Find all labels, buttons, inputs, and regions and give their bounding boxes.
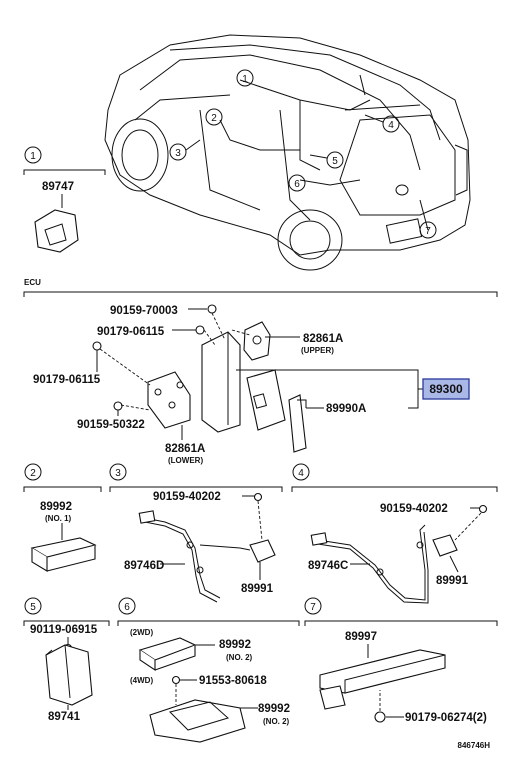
car-callout-7[interactable]: 7 [419, 221, 437, 239]
svg-text:7: 7 [310, 602, 316, 613]
svg-text:7: 7 [425, 226, 431, 237]
no2-note-b: (NO. 2) [263, 717, 290, 726]
note-2wd: (2WD) [130, 628, 153, 637]
svg-text:5: 5 [30, 602, 36, 613]
part-90179-06115-b[interactable]: 90179-06115 [33, 374, 101, 386]
car-callout-6[interactable]: 6 [288, 174, 306, 192]
car-callout-4[interactable]: 4 [364, 114, 400, 133]
svg-text:4: 4 [388, 120, 394, 131]
car-callout-5[interactable]: 5 [309, 151, 344, 169]
part-90159-50322[interactable]: 90159-50322 [77, 419, 145, 431]
upper-note: (UPPER) [301, 346, 334, 355]
drawing-code: 846746H [458, 741, 491, 750]
ecu-section: ECU [23, 278, 498, 465]
part-89746D[interactable]: 89746D [124, 560, 164, 572]
part-89746C[interactable]: 89746C [308, 560, 348, 572]
section-4: 4 90159-40202 89746C 89991 [291, 463, 498, 604]
lower-note: (LOWER) [168, 456, 203, 465]
svg-text:1: 1 [30, 151, 36, 162]
ecu-section-label: ECU [24, 278, 41, 287]
part-89747[interactable]: 89747 [42, 181, 74, 193]
svg-text:1: 1 [242, 74, 248, 85]
part-89990A[interactable]: 89990A [326, 403, 366, 415]
svg-text:3: 3 [115, 468, 121, 479]
part-89992-no2-b[interactable]: 89992 [258, 703, 290, 715]
part-90159-40202-a[interactable]: 90159-40202 [153, 491, 221, 503]
svg-text:6: 6 [294, 179, 300, 190]
section-1: 1 89747 [23, 146, 106, 253]
svg-text:2: 2 [30, 468, 36, 479]
svg-text:2: 2 [211, 113, 217, 124]
part-82861A-upper[interactable]: 82861A [303, 333, 343, 345]
car-illustration [104, 34, 471, 271]
part-82861A-lower[interactable]: 82861A [165, 443, 205, 455]
part-89997[interactable]: 89997 [345, 631, 377, 643]
no1-note: (NO. 1) [45, 514, 72, 523]
section-6: 6 (2WD) 89992 (NO. 2) (4WD) 91553-80618 … [117, 597, 300, 743]
section-3: 3 90159-40202 89746D 89991 [109, 463, 283, 603]
part-90159-70003[interactable]: 90159-70003 [110, 305, 178, 317]
part-89992-no1[interactable]: 89992 [40, 501, 72, 513]
car-callout-1[interactable]: 1 [236, 69, 254, 87]
part-89300[interactable]: 89300 [429, 382, 463, 396]
svg-text:6: 6 [124, 602, 130, 613]
car-callout-3[interactable]: 3 [169, 139, 201, 161]
section-7: 7 89997 90179-06274(2) [304, 597, 498, 724]
svg-text:4: 4 [298, 468, 304, 479]
svg-text:3: 3 [175, 148, 181, 159]
part-89991-b[interactable]: 89991 [436, 575, 469, 587]
part-90159-40202-b[interactable]: 90159-40202 [380, 503, 448, 515]
section-2: 2 89992 (NO. 1) [23, 463, 102, 572]
part-91553-80618[interactable]: 91553-80618 [199, 675, 267, 687]
section-5: 5 90119-06915 89741 [23, 597, 110, 723]
part-89300-highlight[interactable] [422, 378, 470, 400]
part-89741[interactable]: 89741 [48, 711, 81, 723]
car-callout-2[interactable]: 2 [205, 108, 223, 126]
no2-note-a: (NO. 2) [226, 653, 253, 662]
part-90179-06115-a[interactable]: 90179-06115 [97, 326, 165, 338]
svg-text:5: 5 [332, 156, 338, 167]
note-4wd: (4WD) [130, 676, 153, 685]
part-90179-06274[interactable]: 90179-06274(2) [405, 712, 487, 724]
part-90119-06915[interactable]: 90119-06915 [30, 624, 98, 636]
part-89991-a[interactable]: 89991 [241, 583, 274, 595]
part-89992-no2-a[interactable]: 89992 [219, 639, 251, 651]
